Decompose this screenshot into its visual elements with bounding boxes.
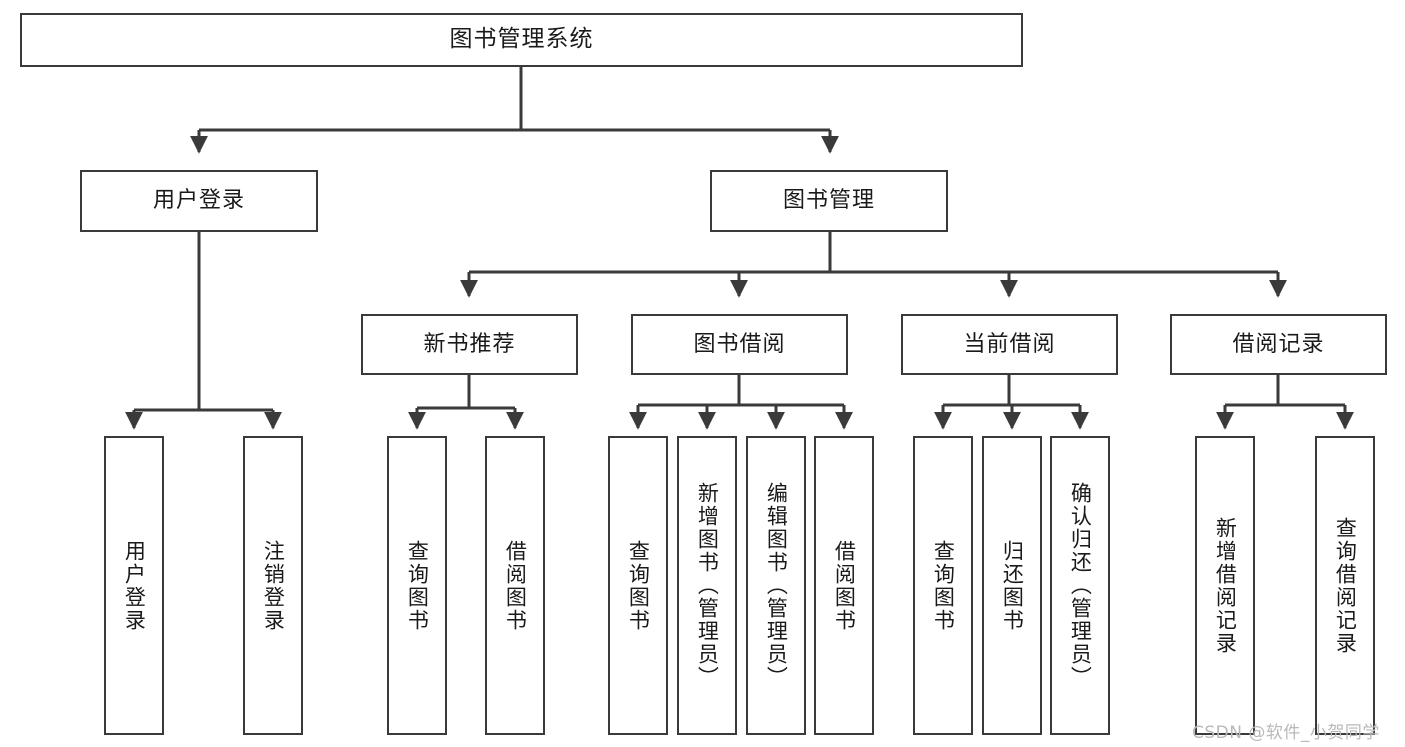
node-book-borrow-label: 图书借阅: [693, 331, 786, 357]
node-leaf-confirm-return[interactable]: 确认归还（管理员）: [1050, 436, 1110, 735]
node-leaf-query-book-2-label: 查询图书: [626, 539, 651, 632]
node-leaf-confirm-return-label: 确认归还（管理员）: [1068, 482, 1093, 689]
node-user-login-label: 用户登录: [152, 188, 245, 214]
node-leaf-edit-book[interactable]: 编辑图书（管理员）: [746, 436, 806, 735]
node-leaf-user-logout-label: 注销登录: [261, 539, 286, 632]
node-root[interactable]: 图书管理系统: [20, 13, 1023, 67]
node-leaf-query-book-2[interactable]: 查询图书: [608, 436, 668, 735]
node-new-book-recommend[interactable]: 新书推荐: [361, 314, 578, 375]
node-leaf-user-login[interactable]: 用户登录: [104, 436, 164, 735]
node-leaf-add-book[interactable]: 新增图书（管理员）: [677, 436, 737, 735]
node-leaf-add-record[interactable]: 新增借阅记录: [1195, 436, 1255, 735]
node-leaf-return-book[interactable]: 归还图书: [982, 436, 1042, 735]
csdn-watermark: CSDN @软件_小贺同学: [1192, 723, 1380, 743]
node-book-manage-label: 图书管理: [782, 188, 875, 214]
node-leaf-borrow-book-2-label: 借阅图书: [832, 539, 857, 632]
node-leaf-add-book-label: 新增图书（管理员）: [695, 482, 720, 689]
node-new-book-recommend-label: 新书推荐: [423, 331, 516, 357]
node-leaf-edit-book-label: 编辑图书（管理员）: [764, 482, 789, 689]
node-leaf-user-logout[interactable]: 注销登录: [243, 436, 303, 735]
node-leaf-borrow-book-2[interactable]: 借阅图书: [814, 436, 874, 735]
node-leaf-borrow-book-1[interactable]: 借阅图书: [485, 436, 545, 735]
node-user-login[interactable]: 用户登录: [80, 170, 318, 232]
node-current-borrow-label: 当前借阅: [963, 331, 1056, 357]
node-leaf-query-book-3-label: 查询图书: [931, 539, 956, 632]
node-book-borrow[interactable]: 图书借阅: [631, 314, 848, 375]
node-leaf-query-record-label: 查询借阅记录: [1333, 516, 1358, 655]
node-leaf-user-login-label: 用户登录: [122, 539, 147, 632]
node-leaf-query-book-3[interactable]: 查询图书: [913, 436, 973, 735]
node-borrow-record[interactable]: 借阅记录: [1170, 314, 1387, 375]
node-borrow-record-label: 借阅记录: [1232, 331, 1325, 357]
node-leaf-query-book-1[interactable]: 查询图书: [387, 436, 447, 735]
node-root-label: 图书管理系统: [449, 26, 594, 53]
node-leaf-return-book-label: 归还图书: [1000, 539, 1025, 632]
node-leaf-add-record-label: 新增借阅记录: [1213, 516, 1238, 655]
node-leaf-borrow-book-1-label: 借阅图书: [503, 539, 528, 632]
node-book-manage[interactable]: 图书管理: [710, 170, 948, 232]
node-leaf-query-book-1-label: 查询图书: [405, 539, 430, 632]
node-current-borrow[interactable]: 当前借阅: [901, 314, 1118, 375]
node-leaf-query-record[interactable]: 查询借阅记录: [1315, 436, 1375, 735]
